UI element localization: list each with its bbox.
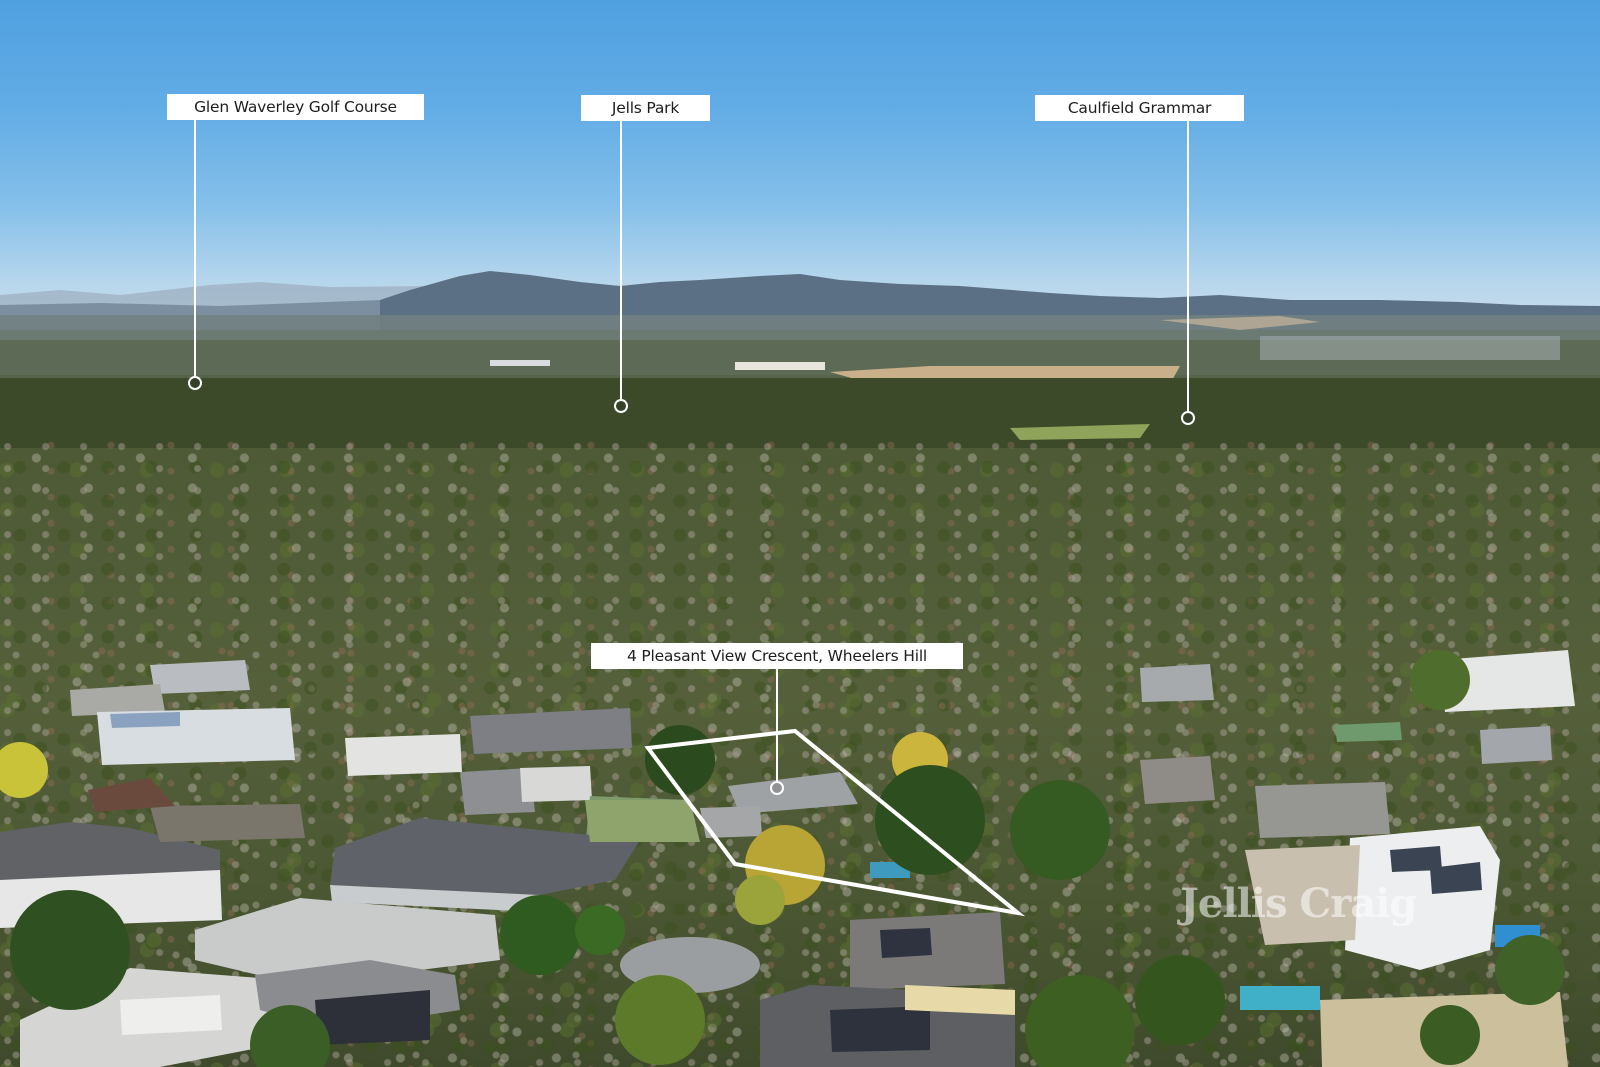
- location-marker-icon: [614, 399, 628, 413]
- sky: [0, 0, 1600, 320]
- callout-label-glen-waverley-golf-course: Glen Waverley Golf Course: [167, 94, 424, 120]
- callout-text: Caulfield Grammar: [1067, 99, 1212, 117]
- location-marker-icon: [188, 376, 202, 390]
- callout-text: 4 Pleasant View Crescent, Wheelers Hill: [626, 647, 928, 665]
- location-marker-icon: [770, 781, 784, 795]
- leader-line-glen-waverley-golf-course: [194, 120, 196, 376]
- callout-text: Jells Park: [611, 99, 680, 117]
- leader-line-jells-park: [620, 121, 622, 399]
- property-boundary-outline: [644, 728, 1026, 917]
- leader-line-caulfield-grammar: [1187, 121, 1189, 411]
- agency-watermark: Jellis Craig: [1180, 880, 1417, 927]
- callout-text: Glen Waverley Golf Course: [194, 98, 397, 116]
- callout-label-subject-property: 4 Pleasant View Crescent, Wheelers Hill: [591, 643, 963, 669]
- leader-line-subject-property: [776, 669, 778, 781]
- callout-label-caulfield-grammar: Caulfield Grammar: [1035, 95, 1244, 121]
- location-marker-icon: [1181, 411, 1195, 425]
- callout-label-jells-park: Jells Park: [581, 95, 710, 121]
